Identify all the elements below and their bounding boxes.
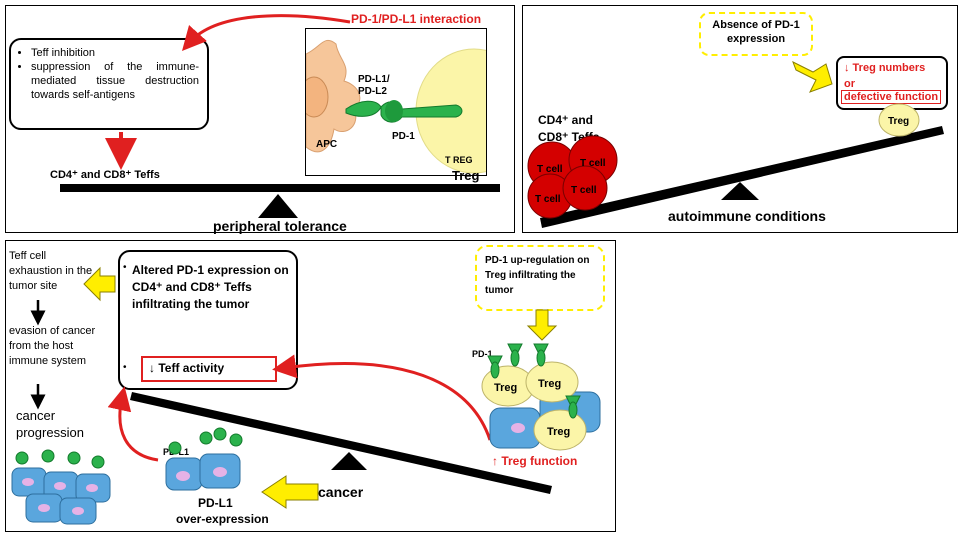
upregulation-box: PD-1 up-regulation on Treg infiltrating … [475,245,605,311]
treg-cluster: Treg Treg Treg [481,343,601,451]
panel-b-treg-text: Treg [888,116,909,127]
treg-pd1-body-2 [510,349,520,367]
prog-nucleus-1 [22,478,34,486]
interaction-arrow [181,14,351,51]
apc-nucleus [306,76,329,118]
tolerance-effects-box: Teff inhibition suppression of the immun… [9,38,209,130]
bullet-dot-1: • [123,262,127,273]
panel-b-treg-cell [878,103,920,137]
prog-nucleus-5 [72,507,84,515]
prog-pdl1-4 [91,455,105,469]
overexpression-line2: over-expression [176,512,269,526]
prog-pdl1-2 [41,449,55,463]
panel-a-beam [60,184,500,192]
t-cell-label-2: T cell [580,158,606,169]
treg-pd1-body-1 [490,361,500,379]
panel-a-effectors-label: CD4⁺ and CD8⁺ Teffs [50,169,160,181]
apc-cell [306,39,361,153]
bullet-teff-inhibition: Teff inhibition [31,46,199,60]
pdl1-head-2 [199,431,213,445]
inset-pdl-label: PD-L1/ PD-L2 [358,74,390,97]
bullet-tissue-destruction: suppression of the immune-mediated tissu… [31,60,199,102]
exhaustion-text: Teff cell exhaustion in the tumor site [9,250,93,292]
treg-tumor-nucleus [511,423,525,433]
treg-defect-line2: or [844,78,855,90]
yellow-arrow-b [792,60,833,93]
treg-defect-line3: defective function [841,90,942,104]
panel-b-beam [540,126,944,228]
pdl1-head-4 [229,433,243,447]
prog-pdl1-3 [67,451,81,465]
panel-b-fulcrum [721,182,759,200]
treg-defect-line1: ↓ Treg numbers [844,62,926,74]
treg-function-label: ↑ Treg function [492,454,578,468]
t-cell-label-4: T cell [571,185,597,196]
overexpression-line1: PD-L1 [198,496,233,510]
tumor-progression-cluster [11,449,111,525]
interaction-label: PD-1/PD-L1 interaction [351,12,482,26]
upregulation-text: PD-1 up-regulation on Treg infiltrating … [485,255,590,296]
pd1-small-label: PD-1 [472,349,493,359]
treg-c-3 [533,409,587,451]
yellow-arrow-exhaustion [83,266,116,302]
evasion-text: evasion of cancer from the host immune s… [9,325,96,367]
absence-pd1-box: Absence of PD-1 expression [699,12,813,56]
pdl1-head-3 [213,427,227,441]
red-arrow-pdl1-to-box [107,386,159,462]
teff-activity-box: ↓ Teff activity [141,356,277,382]
inset-apc-label: APC [316,139,338,150]
panel-a-treg-label: Treg [452,168,480,183]
treg-c-2 [525,361,579,403]
pd1-domain [385,100,403,122]
red-arrow-treg-to-teff [272,354,492,441]
teff-activity-label: ↓ Teff activity [149,361,225,375]
tumor-pdl1-cluster [165,427,243,491]
tumor-nucleus-b [213,467,227,477]
altered-expression-text: Altered PD-1 expression on CD4⁺ and CD8⁺… [132,263,289,311]
yellow-arrow-upregulation [526,309,558,341]
panel-c-beam [130,392,552,494]
treg-pd1-body-4 [568,401,578,419]
panel-c-fulcrum [331,452,367,470]
pdl1-head-1 [168,441,182,455]
prog-nucleus-2 [54,482,66,490]
inset-treg-cell-label: T REG [445,155,473,165]
treg-c-label-2: Treg [538,378,561,390]
t-cell-label-3: T cell [535,194,561,205]
bullet-dot-2: • [123,362,127,373]
treg-c-label-1: Treg [494,382,517,394]
prog-nucleus-4 [38,504,50,512]
treg-defect-box: ↓ Treg numbers or defective function [836,56,948,110]
treg-c-label-3: Treg [547,426,570,438]
absence-pd1-label: Absence of PD-1 expression [712,19,800,45]
panel-b-caption: autoimmune conditions [668,208,826,224]
inset-pd1-pdl1-interaction [305,28,487,176]
panel-c-caption: cancer [318,484,364,500]
progression-text: cancer progression [16,408,84,440]
t-cell-label-1: T cell [537,164,563,175]
inset-illustration [306,39,486,174]
prog-pdl1-1 [15,451,29,465]
panel-a-fulcrum [258,194,298,218]
yellow-arrow-cancer [261,475,319,509]
t-cell-cluster: T cell T cell T cell T cell [527,135,618,219]
prog-nucleus-3 [86,484,98,492]
panel-a-caption: peripheral tolerance [213,218,347,234]
treg-pd1-body-3 [536,349,546,367]
tumor-nucleus-a [176,471,190,481]
t-cell-4 [562,165,608,211]
inset-pd1-label: PD-1 [392,131,415,142]
